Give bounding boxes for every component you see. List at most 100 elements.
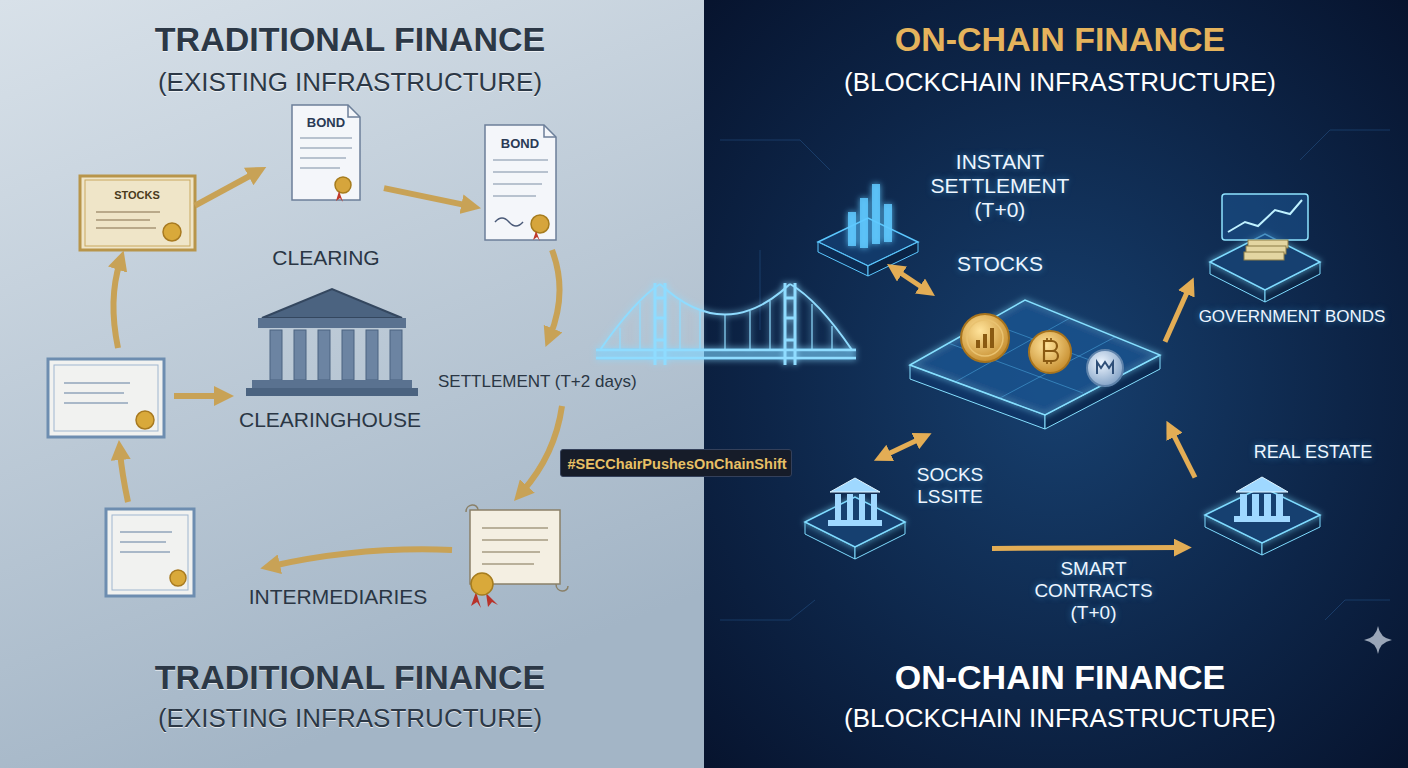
cycle-arrow [550, 250, 560, 336]
token-coin [990, 328, 994, 348]
cycle-arrow [272, 549, 452, 566]
circuit-traces [1300, 130, 1390, 160]
panel-heading: ON-CHAIN FINANCE [895, 20, 1226, 59]
stock-certificate [80, 176, 195, 250]
text-slot: BOND [307, 113, 345, 131]
finance-panel: INSTANT SETTLEMENT (T+0) STOCKS GOVERNMENT… [704, 0, 1408, 768]
panel-subheading: (BLOCKCHAIN INFRASTRUCTURE) [844, 68, 1276, 98]
settlement-scroll [556, 584, 568, 591]
cycle-arrow [174, 393, 222, 399]
asset-tile [835, 494, 841, 520]
text-slot: TRADITIONAL FINANCE [155, 20, 545, 59]
asset-tile [1205, 477, 1320, 555]
document-title: BOND [501, 137, 539, 152]
clearinghouse-building: CLEARINGHOUSE [236, 284, 424, 438]
bond-document [348, 105, 360, 117]
asset-tile [1252, 494, 1259, 516]
asset-label: REAL ESTATE [1254, 442, 1373, 463]
bridge [596, 283, 856, 365]
bond-document [531, 215, 549, 233]
chart-tile [860, 198, 868, 248]
bond-tile [1210, 234, 1320, 290]
stock-certificate [96, 212, 160, 228]
bond-document [544, 125, 556, 137]
document-title: STOCKS [114, 189, 160, 202]
panel-subheading: (EXISTING INFRASTRUCTURE) [158, 68, 542, 98]
step-label: CLEARINGHOUSE [239, 408, 421, 432]
bond-document [485, 125, 556, 240]
text-slot: CLEARING [272, 246, 379, 270]
asset-tile [1264, 494, 1271, 516]
bond-document [292, 105, 360, 202]
token-coin [1047, 338, 1051, 364]
stock-certificate [80, 176, 195, 250]
panel-heading: TRADITIONAL FINANCE [155, 20, 545, 59]
text-slot: (EXISTING INFRASTRUCTURE) [158, 68, 542, 98]
text-slot: SMART CONTRACTS (T+0) [1030, 558, 1158, 624]
panel-heading: ON-CHAIN FINANCE [895, 658, 1226, 697]
text-slot: REAL ESTATE [1254, 442, 1373, 463]
bond-tile [1210, 194, 1320, 302]
certificate-document [136, 411, 154, 429]
cycle-arrow [113, 250, 562, 566]
token-coin [1044, 341, 1058, 361]
asset-tile [1234, 516, 1290, 522]
stock-certificate: STOCKS [80, 176, 195, 250]
bridge [655, 283, 665, 365]
flow-arrow [992, 545, 1181, 551]
bond-tile [1228, 200, 1302, 232]
clearinghouse-building [294, 330, 306, 380]
document-title: BOND [307, 116, 345, 131]
hashtag-text: #SECChairPushesOnChainShift [567, 456, 786, 473]
clearinghouse-building [318, 330, 330, 380]
asset-tile [805, 478, 905, 559]
asset-tile [1240, 494, 1247, 516]
chart-tile [872, 184, 880, 244]
text-slot: #SECChairPushesOnChainShift [567, 455, 786, 473]
certificate-document [106, 509, 194, 596]
text-slot: SOCKS LSSITE [911, 464, 989, 508]
asset-tile [1236, 477, 1288, 492]
cycle-arrow [522, 406, 562, 492]
cycle-arrow [113, 262, 120, 348]
asset-tile [830, 478, 880, 492]
token-coin [1087, 350, 1123, 386]
circuit-traces [720, 600, 815, 620]
chart-tile [818, 184, 918, 276]
bond-document [495, 218, 523, 226]
token-coin [976, 340, 980, 348]
process-note: SETTLEMENT (T+2 days) [438, 372, 637, 392]
text-slot: STOCKS [957, 252, 1043, 276]
asset-tile [859, 494, 865, 520]
platform-label: INSTANT SETTLEMENT (T+0) [925, 150, 1075, 222]
token-coin [1029, 331, 1071, 373]
text-slot: BOND [501, 134, 539, 152]
certificate-document [170, 570, 186, 586]
settlement-platform: INSTANT SETTLEMENT (T+0) STOCKS [900, 150, 1165, 432]
asset-tile: REAL ESTATE [1195, 440, 1385, 565]
bridge [785, 283, 795, 365]
flow-arrow [1165, 287, 1189, 341]
asset-tile: GOVERNMENT BONDS [1195, 192, 1390, 357]
asset-tile [1276, 494, 1283, 516]
certificate-document [112, 515, 188, 590]
asset-tile [871, 494, 877, 520]
clearinghouse-building [366, 330, 378, 380]
bond-tile [1222, 194, 1308, 240]
clearinghouse-building [252, 380, 412, 388]
bond-document [292, 105, 360, 200]
clearinghouse-building [270, 330, 282, 380]
cycle-arrow [120, 452, 128, 502]
clearinghouse-building [246, 289, 418, 396]
clearinghouse-building [258, 318, 406, 328]
panel-heading: TRADITIONAL FINANCE [155, 658, 545, 697]
bond-tile [1244, 252, 1284, 260]
clearinghouse-building [390, 330, 402, 380]
text-slot: SETTLEMENT (T+2 days) [438, 372, 637, 392]
flow-arrow [1171, 430, 1195, 477]
token-coin [1029, 331, 1071, 373]
token-coin [967, 320, 1003, 356]
